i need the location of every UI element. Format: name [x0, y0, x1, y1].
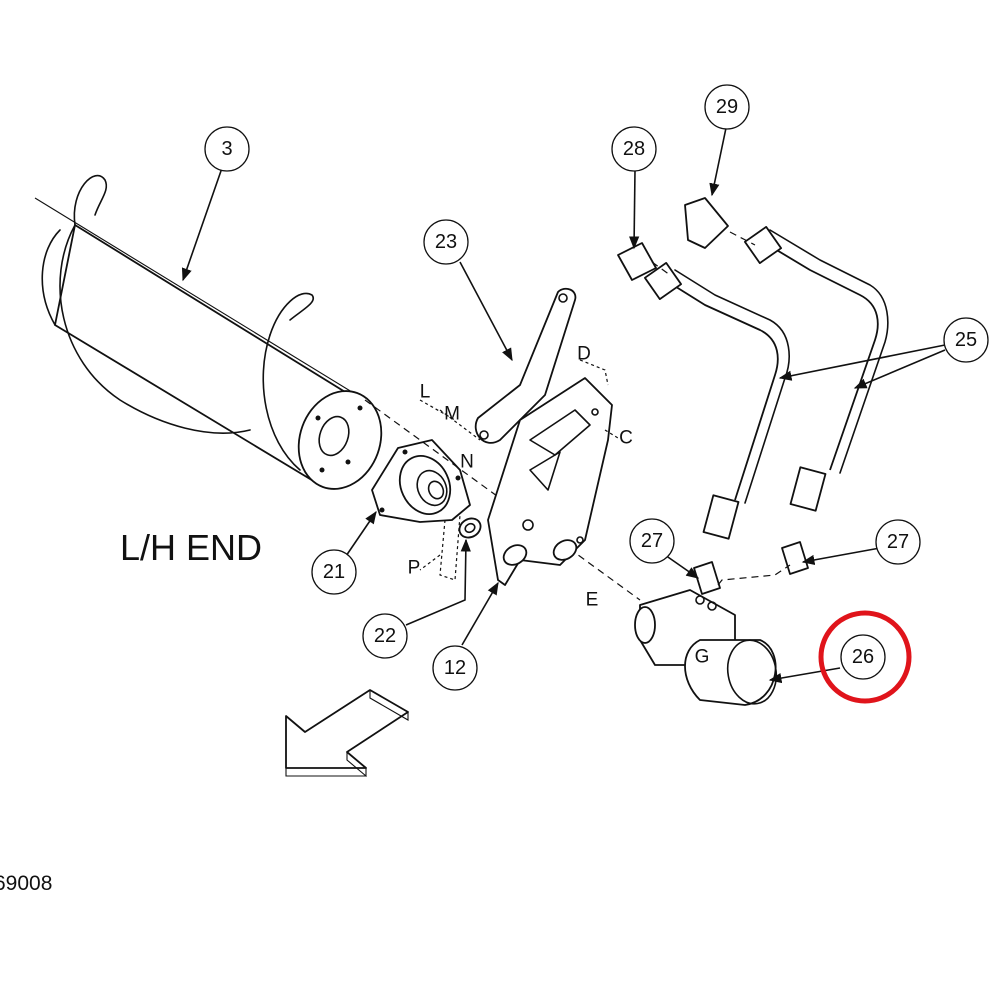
direction-arrow — [285, 689, 409, 778]
drawing-code: 69008 — [0, 872, 52, 895]
auger-flighting — [34, 174, 383, 490]
fitting-27-left — [693, 561, 721, 595]
svg-text:29: 29 — [716, 96, 738, 118]
letter-M: M — [444, 404, 460, 425]
mount-bracket — [487, 377, 613, 586]
svg-text:3: 3 — [221, 138, 232, 160]
callout-25: 25 — [943, 317, 989, 363]
svg-text:21: 21 — [323, 561, 345, 583]
fitting-27-right — [781, 541, 809, 575]
svg-text:12: 12 — [444, 657, 466, 679]
letter-D: D — [577, 344, 591, 365]
bushing — [458, 517, 482, 539]
pivot-arm — [474, 287, 577, 444]
letter-P: P — [408, 558, 421, 579]
callout-22: 22 — [362, 613, 408, 659]
hydraulic-motor — [634, 589, 778, 706]
svg-text:25: 25 — [955, 329, 977, 351]
letter-N: N — [460, 452, 474, 473]
svg-text:22: 22 — [374, 625, 396, 647]
callout-3: 3 — [204, 126, 250, 172]
svg-text:26: 26 — [852, 646, 874, 668]
callout-12: 12 — [432, 645, 478, 691]
svg-text:28: 28 — [623, 138, 645, 160]
letter-G: G — [695, 647, 710, 668]
callout-27-left: 27 — [629, 518, 675, 564]
highlight-ring — [818, 610, 912, 704]
letter-L: L — [420, 382, 431, 403]
callout-21: 21 — [311, 549, 357, 595]
svg-text:23: 23 — [435, 231, 457, 253]
hydraulic-hoses — [643, 225, 889, 540]
letter-E: E — [586, 590, 599, 611]
end-label: L/H END — [120, 527, 262, 568]
callout-27-right: 27 — [875, 519, 921, 565]
callout-23: 23 — [423, 219, 469, 265]
svg-text:27: 27 — [887, 531, 909, 553]
fitting-29 — [684, 197, 729, 249]
callout-29: 29 — [704, 84, 750, 130]
letter-C: C — [619, 428, 633, 449]
callout-26: 26 — [818, 610, 912, 704]
bearing-flange — [371, 439, 471, 523]
callout-28: 28 — [611, 126, 657, 172]
svg-text:27: 27 — [641, 530, 663, 552]
